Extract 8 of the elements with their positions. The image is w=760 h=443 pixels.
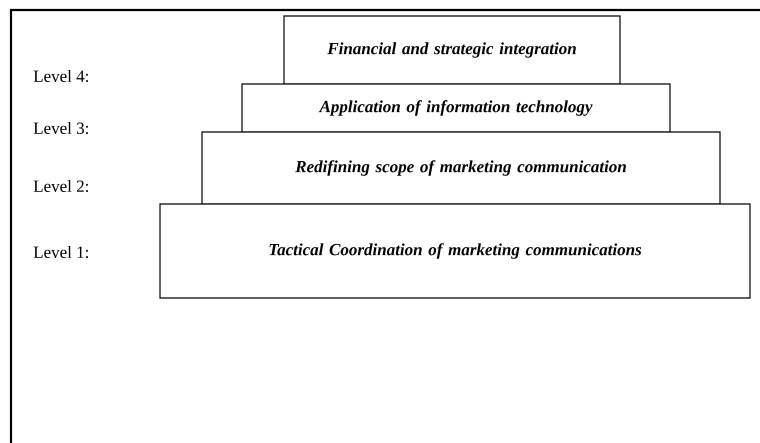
level-box: Redifining scope of marketing communication [201,131,721,205]
level-label: Level 4: [34,70,88,82]
level-box: Financial and strategic integration [283,15,621,85]
level-label: Level 1: [34,246,88,258]
level-label: Level 3: [34,122,88,134]
level-box: Application of information technology [241,83,671,133]
level-box: Tactical Coordination of marketing communications [159,203,751,299]
level-label: Level 2: [34,180,88,192]
